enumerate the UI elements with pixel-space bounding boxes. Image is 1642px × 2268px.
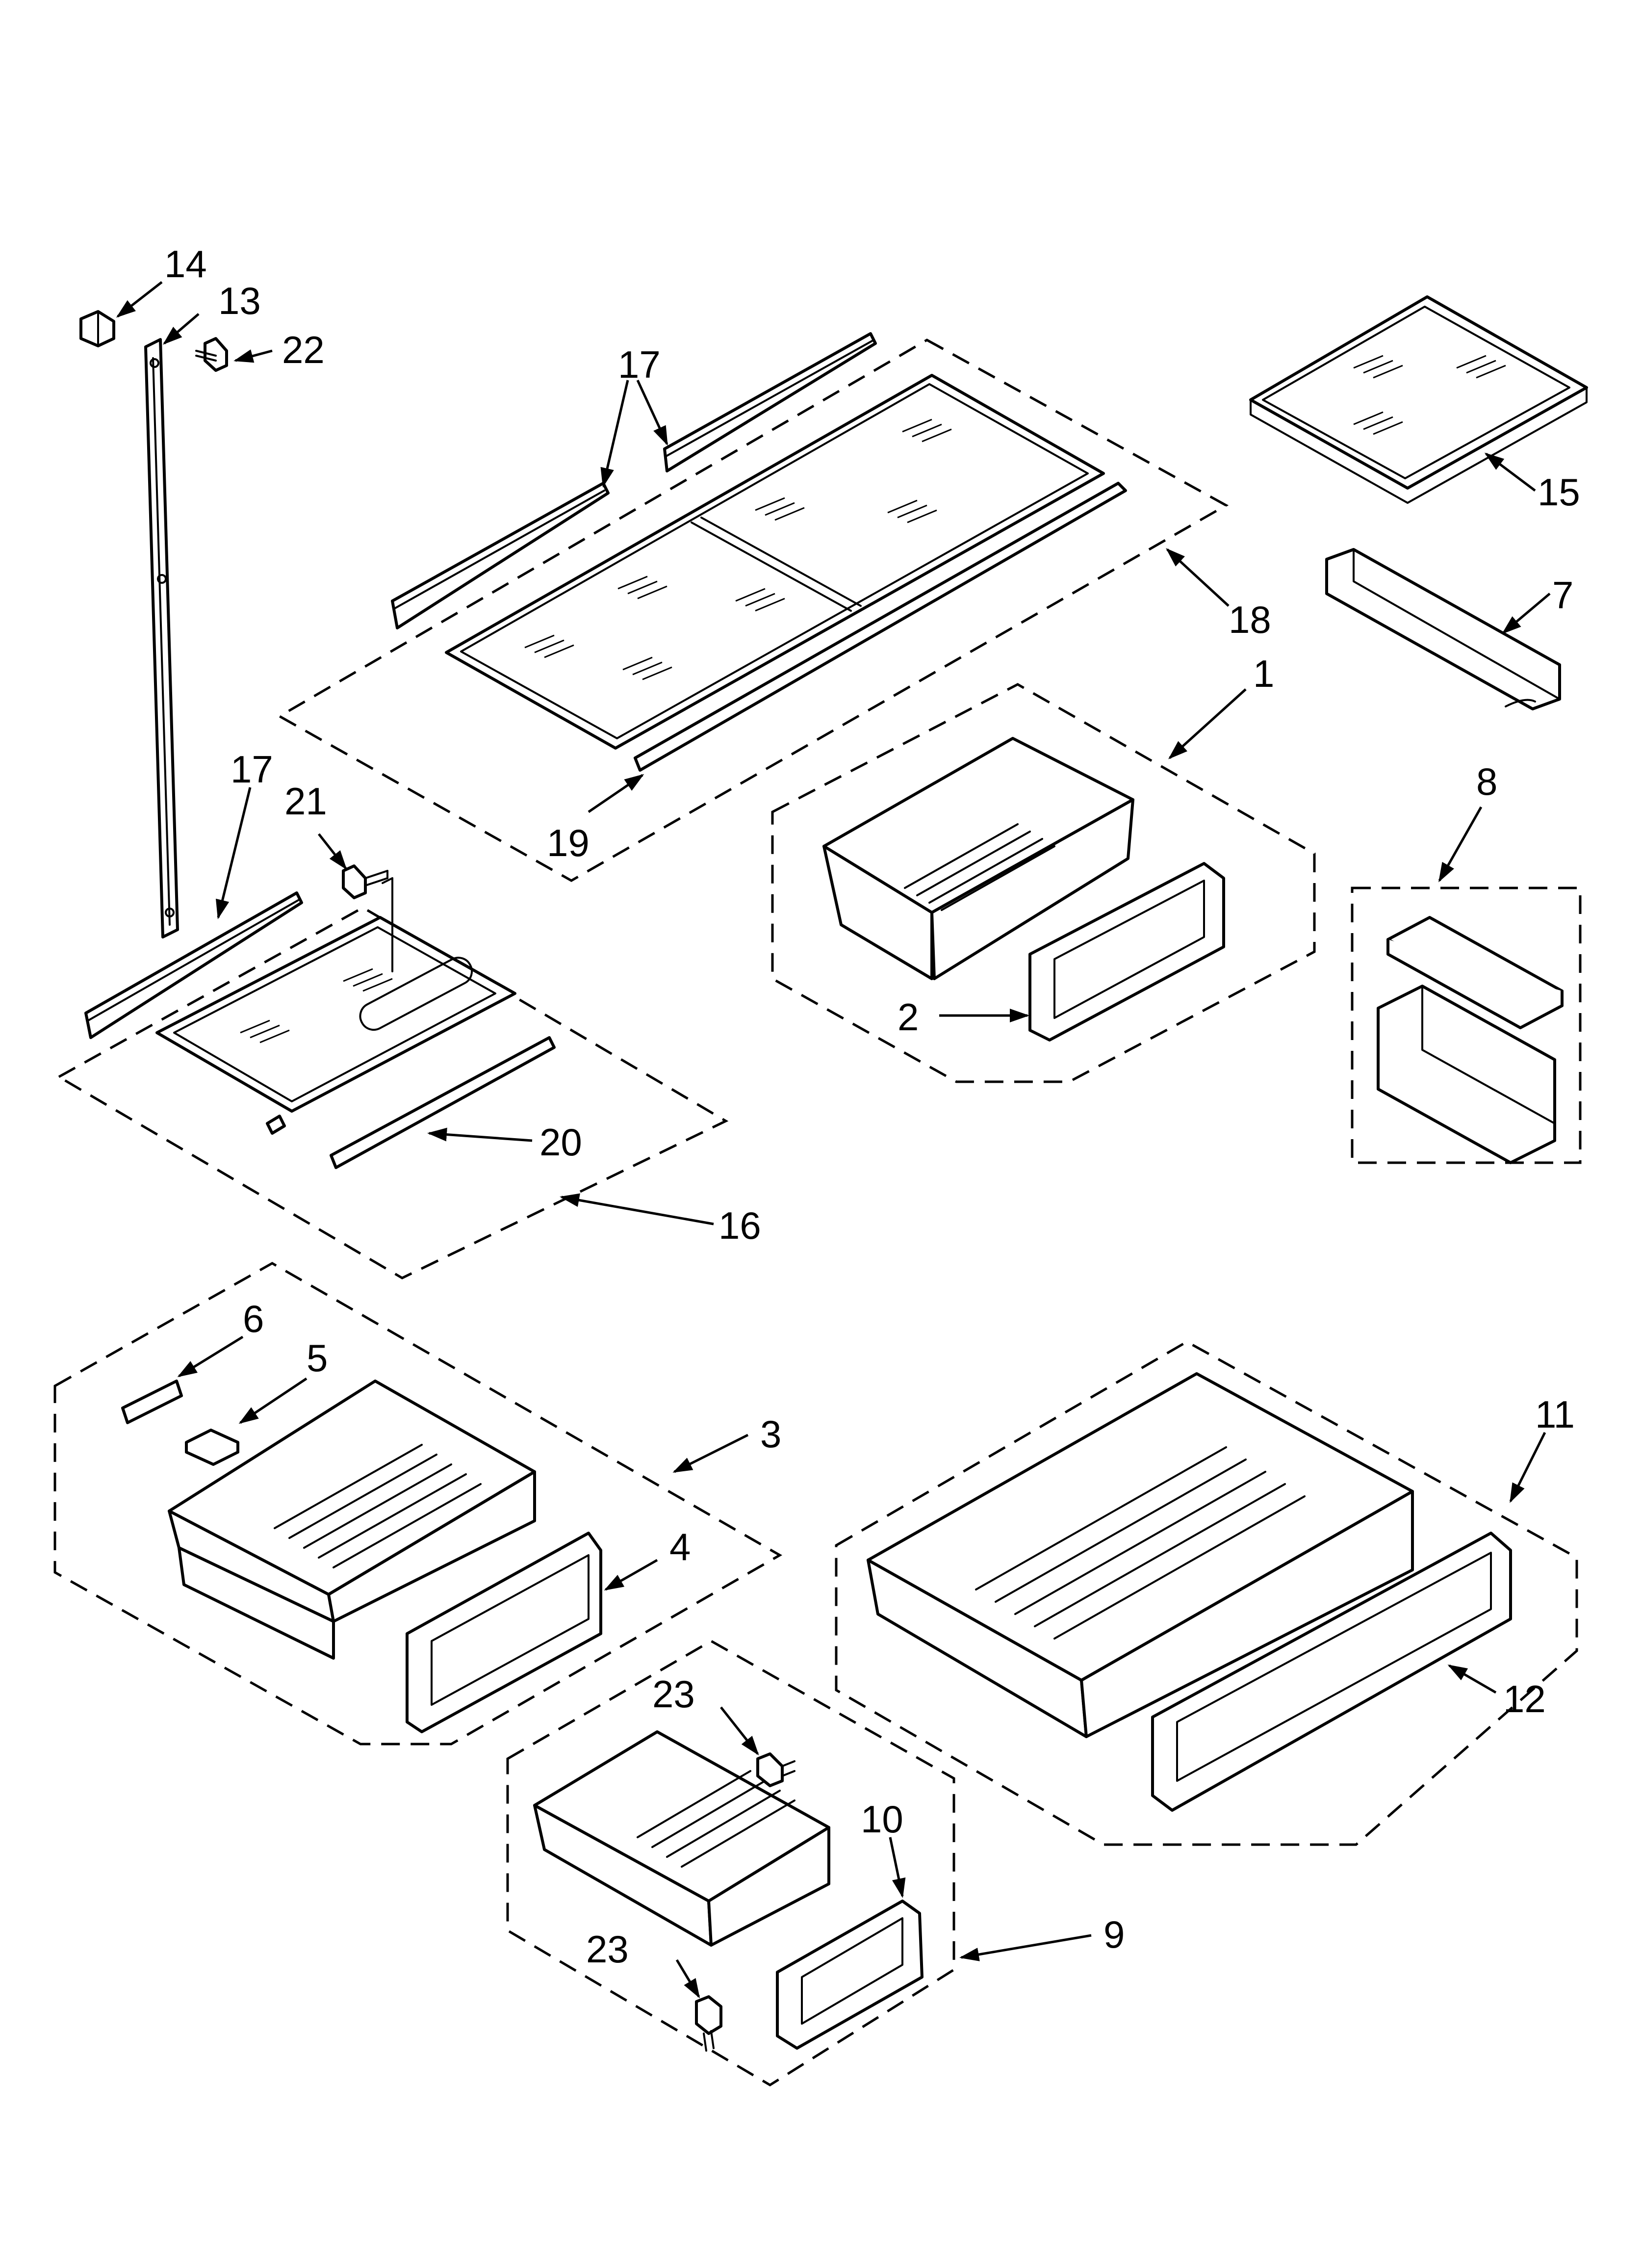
callout-8: 8 [1476, 760, 1497, 803]
glass-shelf-18 [445, 374, 1105, 750]
clip-14 [79, 310, 115, 347]
callout-17-top: 17 [618, 343, 661, 386]
shelf-rail-17-lower [84, 891, 303, 1039]
callout-3: 3 [760, 1412, 781, 1456]
shelf-15 [1249, 295, 1588, 504]
callout-14: 14 [164, 242, 207, 286]
assembly-boundary-3 [53, 1262, 783, 1746]
shelf-16 [155, 877, 516, 1135]
leader-lines [116, 281, 1551, 1999]
shelf-rail-17-right [663, 332, 877, 472]
screw-23-upper [756, 1752, 795, 1787]
drawer-9 [533, 1730, 830, 1947]
callout-16: 16 [718, 1204, 761, 1247]
callout-15: 15 [1538, 470, 1580, 514]
drawer-front-12 [1151, 1532, 1512, 1812]
screw-21 [342, 864, 388, 899]
drawer-3 [168, 1380, 536, 1660]
callout-13: 13 [218, 279, 261, 322]
callout-23-lower: 23 [586, 1928, 629, 1971]
shelf-rail-17-left [391, 482, 610, 629]
trim-strip-20 [330, 1036, 556, 1169]
callout-11: 11 [1535, 1393, 1575, 1436]
callout-18: 18 [1229, 598, 1271, 641]
assembly-boundary-11 [835, 1340, 1578, 1846]
slider-6 [121, 1380, 183, 1424]
filter-5 [185, 1429, 239, 1466]
drawer-1 [822, 737, 1134, 980]
assembly-boundary-1 [771, 683, 1316, 1083]
assembly-boundary-8 [1351, 886, 1582, 1164]
drawer-front-10 [776, 1900, 924, 2050]
callout-2: 2 [898, 995, 919, 1039]
screw-22 [195, 337, 228, 372]
callout-23-upper: 23 [652, 1672, 695, 1716]
callout-22: 22 [282, 328, 325, 371]
assembly-boundary-16 [56, 906, 729, 1279]
callout-17-mid: 17 [231, 748, 273, 791]
trim-strip-19 [634, 482, 1127, 772]
callout-19: 19 [547, 821, 590, 864]
drawer-11 [867, 1372, 1414, 1738]
callout-5: 5 [307, 1336, 328, 1380]
butter-bin-8 [1377, 916, 1564, 1164]
callout-4: 4 [669, 1525, 691, 1568]
callout-7: 7 [1552, 574, 1573, 617]
shelf-trim-7 [1325, 548, 1561, 710]
callout-21: 21 [284, 780, 327, 823]
drawer-front-2 [1028, 862, 1225, 1042]
callout-10: 10 [861, 1798, 903, 1841]
callout-9: 9 [1103, 1913, 1125, 1956]
screw-23-lower [695, 1995, 722, 2052]
callout-1: 1 [1253, 652, 1274, 695]
assembly-boundary-18 [277, 339, 1229, 882]
rail-13 [144, 338, 179, 938]
callout-20: 20 [539, 1121, 582, 1164]
callout-6: 6 [243, 1297, 264, 1340]
callout-12: 12 [1503, 1677, 1546, 1721]
drawer-front-4 [406, 1532, 602, 1733]
